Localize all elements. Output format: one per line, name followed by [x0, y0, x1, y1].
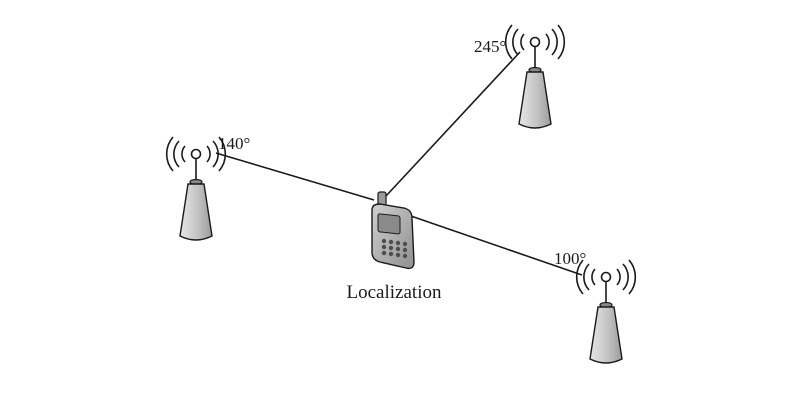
tower-top-right [504, 24, 566, 129]
mobile-phone-icon [371, 191, 415, 270]
link-line-top-right [385, 51, 521, 197]
angle-label-bottom-right: 100° [554, 249, 586, 268]
link-line-bottom-right [407, 214, 583, 276]
localization-caption: Localization [347, 282, 442, 303]
angle-label-left: 140° [218, 134, 250, 153]
link-line-left [215, 152, 375, 201]
tower-bottom-right [575, 259, 637, 364]
angle-label-top-right: 245° [474, 37, 506, 56]
